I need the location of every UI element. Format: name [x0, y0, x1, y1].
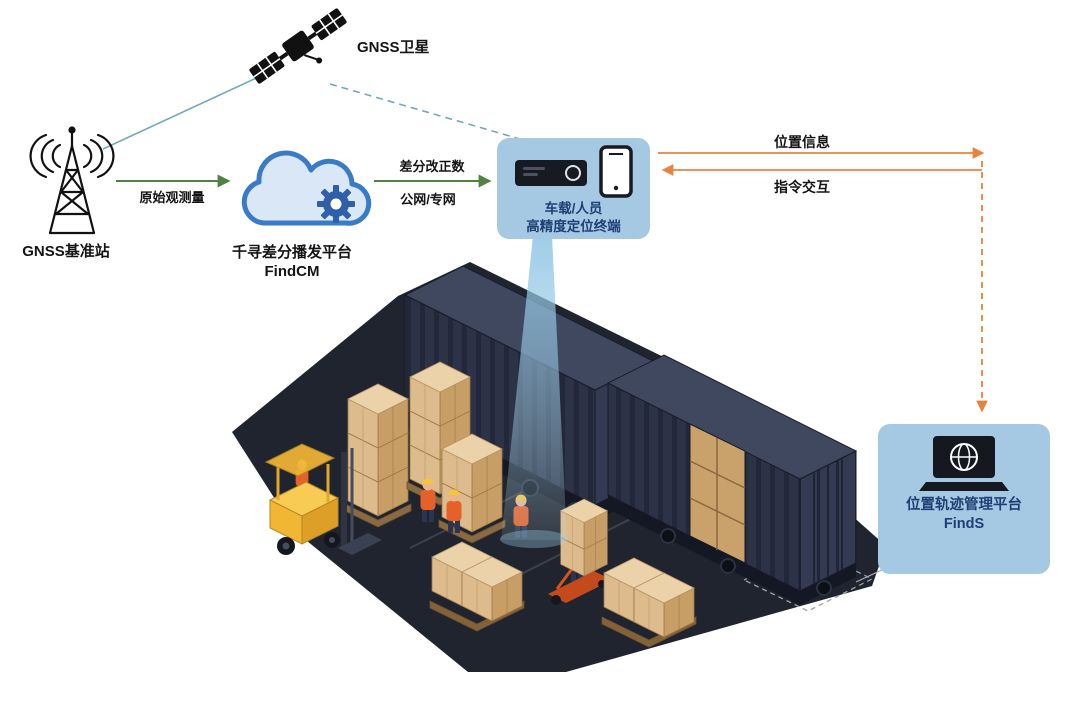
positioning-beam: [501, 236, 567, 540]
gear-icon: [317, 185, 355, 223]
base-station-icon: [29, 126, 115, 235]
container-open-door: [689, 423, 746, 564]
terminal-label-line1: 车载/人员: [544, 201, 603, 216]
management-platform-panel: 位置轨迹管理平台 FindS: [878, 424, 1050, 574]
raw-observation-label: 原始观测量: [139, 190, 205, 205]
receiver-icon: [514, 160, 587, 186]
cloud-platform-label: 千寻差分播发平台: [231, 244, 353, 261]
platform-label-name: 位置轨迹管理平台: [906, 497, 1022, 513]
platform-label-product: FindS: [943, 515, 985, 532]
satellite-to-base-link: [102, 67, 279, 150]
shipping-container-front: [606, 354, 858, 605]
terminal-label-line2: 高精度定位终端: [526, 218, 621, 234]
cloud-icon: [241, 150, 372, 226]
command-exchange-label: 指令交互: [774, 179, 830, 195]
smartphone-icon: [598, 145, 633, 198]
carton-cluster-left: [429, 541, 525, 632]
cloud-platform-product-label: FindCM: [264, 263, 320, 280]
satellite-icon: [249, 8, 347, 84]
connectors: [102, 67, 988, 583]
satellite-label: GNSS卫星: [357, 39, 430, 56]
position-info-label: 位置信息: [774, 134, 830, 150]
terminal-icons: [514, 145, 633, 198]
corrections-label-line1: 差分改正数: [399, 159, 465, 174]
warehouse-scene: [232, 236, 886, 672]
base-station-label: GNSS基准站: [22, 243, 110, 260]
laptop-globe-icon: [919, 436, 1009, 491]
corrections-label-line2: 公网/专网: [400, 192, 456, 207]
forklift-icon: [264, 443, 382, 555]
terminal-panel: 车载/人员 高精度定位终端: [497, 138, 650, 239]
carton-cluster-right: [601, 557, 697, 648]
beam-glow: [500, 530, 568, 548]
satellite-to-terminal-link: [329, 83, 521, 140]
